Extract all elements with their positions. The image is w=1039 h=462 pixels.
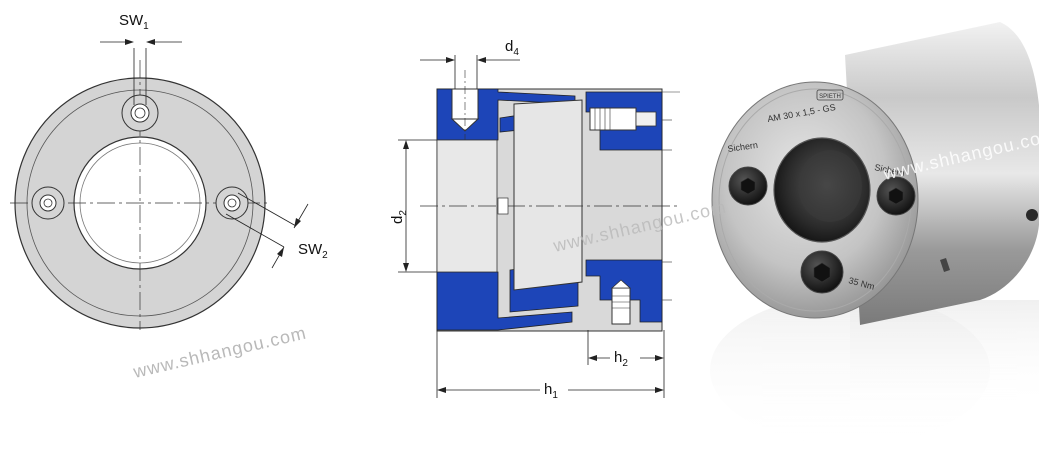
dimension-sw1: SW1 xyxy=(100,12,182,105)
photo-reflection xyxy=(710,295,1039,445)
screw-hole-right xyxy=(215,186,249,220)
svg-text:h1: h1 xyxy=(544,381,558,401)
sw1-subscript: 1 xyxy=(143,21,149,32)
dimension-sw2: SW2 xyxy=(225,192,328,269)
sw2-label: SW xyxy=(298,241,323,258)
h2-subscript: 2 xyxy=(622,358,628,369)
screw-left-icon xyxy=(728,166,768,206)
front-view-drawing: SW1 SW2 xyxy=(10,12,328,330)
h1-label: h xyxy=(544,381,552,398)
tension-screw-top xyxy=(589,107,657,131)
svg-text:SW1: SW1 xyxy=(119,12,149,32)
screw-hole-top xyxy=(121,94,159,132)
product-photo: SPIETH AM 30 x 1,5 - GS Sichern Sichern … xyxy=(710,22,1039,445)
sw2-subscript: 2 xyxy=(322,250,328,261)
d4-subscript: 4 xyxy=(513,47,519,58)
hole-d4 xyxy=(450,70,480,140)
dimension-d2: d2 xyxy=(389,139,437,273)
dimension-h1: h1 xyxy=(436,330,665,401)
screw-bottom-icon xyxy=(800,250,844,294)
svg-text:h2: h2 xyxy=(614,349,628,369)
h2-label: h xyxy=(614,349,622,366)
brand-logo: SPIETH xyxy=(816,89,844,101)
marking-left: Sichern xyxy=(727,140,759,154)
watermark-bottom-left: www.shhangou.com xyxy=(130,323,308,383)
d2-subscript: 2 xyxy=(398,210,409,216)
screw-right-icon xyxy=(876,176,916,216)
h1-subscript: 1 xyxy=(552,390,558,401)
dimension-h2: h2 xyxy=(587,330,665,369)
locking-screw-bottom xyxy=(610,279,632,325)
d2-label: d xyxy=(389,216,406,224)
conical-ring xyxy=(513,99,583,291)
svg-text:SW2: SW2 xyxy=(298,241,328,261)
dimension-d4: d4 xyxy=(420,38,520,89)
sw1-label: SW xyxy=(119,12,144,29)
d4-label: d xyxy=(505,38,513,55)
screw-hole-left xyxy=(31,186,65,220)
logo-text: SPIETH xyxy=(819,94,841,100)
svg-text:d2: d2 xyxy=(389,210,409,224)
section-view-drawing: d4 d2 h2 h1 xyxy=(389,38,680,401)
svg-text:d4: d4 xyxy=(505,38,519,58)
